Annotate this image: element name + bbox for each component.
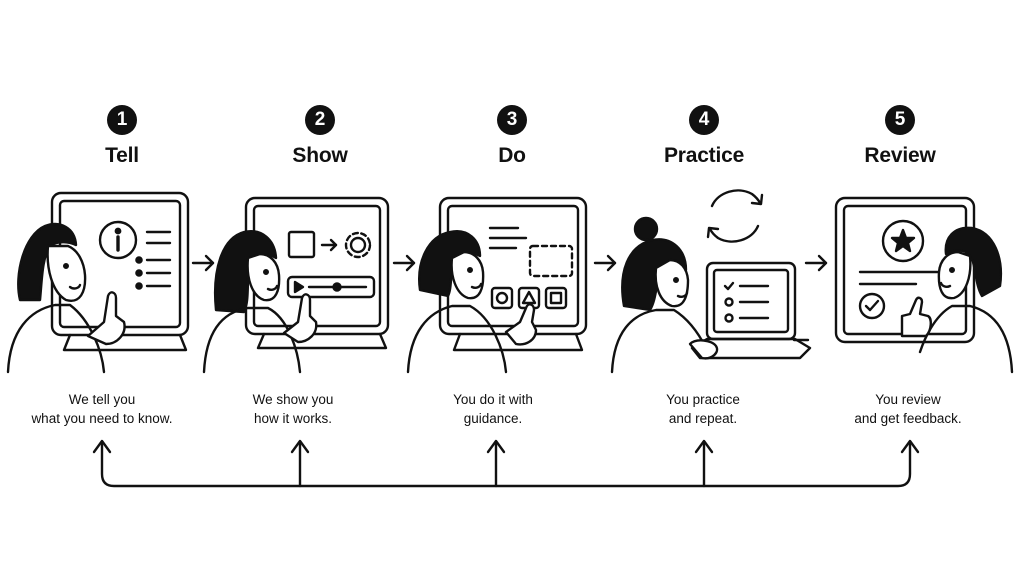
step-4-caption: You practice and repeat.: [608, 390, 798, 428]
step-1-caption-line-2: what you need to know.: [31, 411, 173, 426]
step-2-caption: We show you how it works.: [198, 390, 388, 428]
laptop: [690, 261, 812, 360]
tell-monitor-base: [62, 333, 188, 352]
step-3-title: Do: [498, 144, 526, 167]
step-3-caption-line-1: You do it with: [453, 392, 533, 407]
star-icon: [881, 219, 925, 263]
step-1-caption-line-1: We tell you: [68, 392, 136, 407]
loop-arrowhead-5-icon: [900, 439, 920, 454]
step-5-caption-line-1: You review: [875, 392, 941, 407]
step-5-caption-line-2: and get feedback.: [854, 411, 962, 426]
practice-person: [610, 216, 719, 374]
step-2-number-badge: 2: [305, 105, 335, 135]
loop-arrowhead-4-icon: [694, 439, 714, 454]
arrow-3-to-4-icon: [593, 254, 617, 272]
step-2-caption-line-2: how it works.: [253, 411, 333, 426]
step-4-caption-line-1: You practice: [666, 392, 740, 407]
step-4-title: Practice: [663, 144, 745, 167]
tell-person: [6, 222, 126, 374]
gear-icon: [344, 231, 372, 259]
do-monitor-base: [452, 332, 584, 352]
step-1-title: Tell: [105, 144, 139, 167]
step-1-number-badge: 1: [107, 105, 137, 135]
loop-arrowhead-2-icon: [290, 439, 310, 454]
arrow-2-to-3-icon: [392, 254, 416, 272]
arrow-1-to-2-icon: [191, 254, 215, 272]
thumbs-up-icon: [900, 296, 932, 338]
step-2-title: Show: [292, 144, 348, 167]
step-3-caption: You do it with guidance.: [398, 390, 588, 428]
step-3-number-badge: 3: [497, 105, 527, 135]
video-player-icon: [286, 275, 376, 299]
show-person: [202, 230, 318, 374]
tell-illustration: [6, 191, 190, 374]
do-person: [406, 230, 538, 374]
check-circle-icon: [858, 292, 886, 320]
arrow-4-to-5-icon: [804, 254, 828, 272]
show-illustration: [202, 196, 390, 374]
step-2-caption-line-1: We show you: [252, 392, 334, 407]
step-4-caption-line-2: and repeat.: [668, 411, 738, 426]
step-5-number-badge: 5: [885, 105, 915, 135]
step-1-caption: We tell you what you need to know.: [7, 390, 197, 428]
show-monitor-base: [256, 332, 388, 350]
step-5-title: Review: [864, 144, 936, 167]
info-icon: [98, 220, 138, 260]
step-3-caption-line-2: guidance.: [463, 411, 523, 426]
review-person: [900, 226, 1014, 374]
do-illustration: [406, 196, 588, 374]
step-5-caption: You review and get feedback.: [813, 390, 1003, 428]
feedback-loop-connector: [92, 439, 920, 488]
step-4-number-badge: 4: [689, 105, 719, 135]
list-icon: [135, 230, 172, 290]
cycle-arrows-icon: [706, 189, 764, 243]
checklist-icon: [723, 281, 770, 323]
review-illustration: [834, 196, 1014, 374]
loop-arrowhead-1-icon: [92, 439, 112, 454]
practice-illustration: [610, 189, 812, 374]
loop-arrowhead-3-icon: [486, 439, 506, 454]
